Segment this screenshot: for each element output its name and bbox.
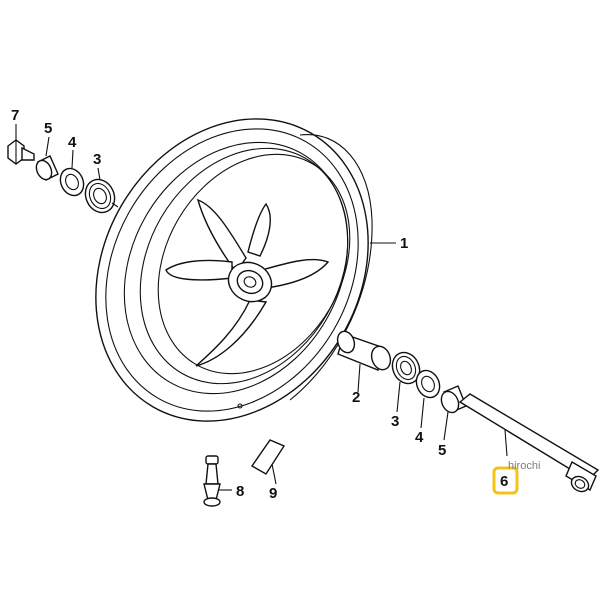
callout-7: 7 bbox=[11, 107, 19, 124]
leader-lines bbox=[15, 124, 508, 491]
callout-2: 2 bbox=[352, 389, 360, 406]
callout-5-right: 5 bbox=[438, 442, 446, 459]
rim-valve-hole bbox=[237, 403, 243, 409]
callout-4-left: 4 bbox=[68, 134, 77, 151]
part-4-seal-right bbox=[415, 369, 441, 399]
part-3-bearing-right bbox=[391, 351, 421, 385]
watermark-text: hirochi bbox=[508, 460, 540, 472]
part-8-valve-stem bbox=[203, 455, 221, 507]
part-7-bolt bbox=[7, 139, 35, 165]
callout-9: 9 bbox=[269, 485, 277, 502]
part-6-axle bbox=[458, 393, 600, 493]
callout-3-right: 3 bbox=[391, 413, 399, 430]
callout-3-left: 3 bbox=[93, 151, 101, 168]
part-5-spacer-left bbox=[35, 155, 59, 181]
wheel-hub bbox=[227, 261, 273, 303]
part-9-balance-weight bbox=[250, 439, 286, 475]
part-3-bearing-left bbox=[84, 178, 116, 214]
part-5-spacer-right bbox=[440, 385, 467, 414]
callout-4-right: 4 bbox=[415, 429, 424, 446]
part-2-distance-sleeve bbox=[336, 330, 392, 371]
callout-8: 8 bbox=[236, 483, 244, 500]
part-4-seal-left bbox=[59, 167, 85, 197]
callout-1: 1 bbox=[400, 235, 408, 252]
highlight-box bbox=[492, 466, 519, 495]
callout-6: 6 bbox=[500, 473, 508, 490]
callout-5-left: 5 bbox=[44, 120, 52, 137]
wheel-spokes bbox=[165, 198, 330, 367]
